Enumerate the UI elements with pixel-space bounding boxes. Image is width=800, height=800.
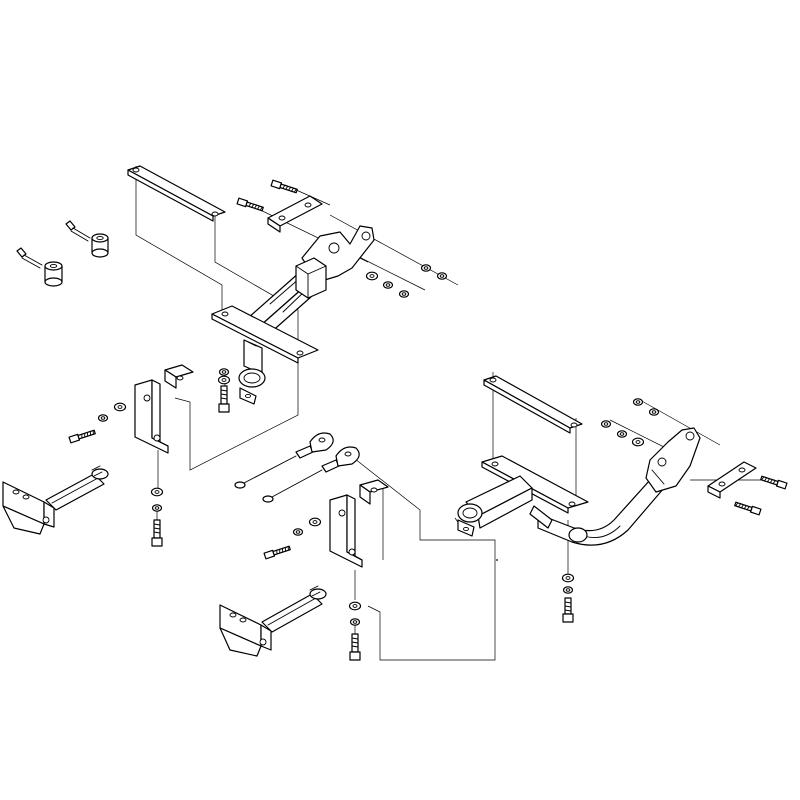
right-vertical-bolt [561, 573, 575, 623]
long-bolt-1 [65, 220, 91, 242]
bolt-upper-1 [270, 179, 299, 195]
right-flat-bar [483, 375, 583, 434]
bushing-2 [44, 261, 63, 287]
reference-dot [496, 559, 498, 561]
right-receiver-arm [457, 427, 701, 546]
safety-cable-1 [234, 432, 334, 489]
bolt-upper-2 [236, 197, 265, 213]
clamp-plate-upper [267, 195, 323, 233]
center-angle-bracket [263, 479, 389, 568]
left-pin-assembly [2, 465, 109, 535]
lower-pin-assembly [219, 585, 327, 657]
center-bracket-bolt [348, 601, 362, 661]
right-clamp-plate [707, 461, 757, 499]
bolt-right-1 [759, 474, 788, 490]
alignment-leader-lines [135, 166, 775, 661]
safety-cable-2 [262, 446, 360, 503]
bolt-right-2 [733, 500, 762, 516]
left-receiver-arm [211, 225, 375, 405]
upper-flat-bar [127, 165, 226, 222]
long-bolt-2 [16, 247, 43, 269]
left-bracket-bolt [150, 487, 164, 547]
upper-left-hardware [16, 179, 299, 287]
bushing-1 [91, 233, 109, 258]
left-vertical-bolt [217, 368, 231, 413]
left-angle-bracket [68, 364, 194, 454]
